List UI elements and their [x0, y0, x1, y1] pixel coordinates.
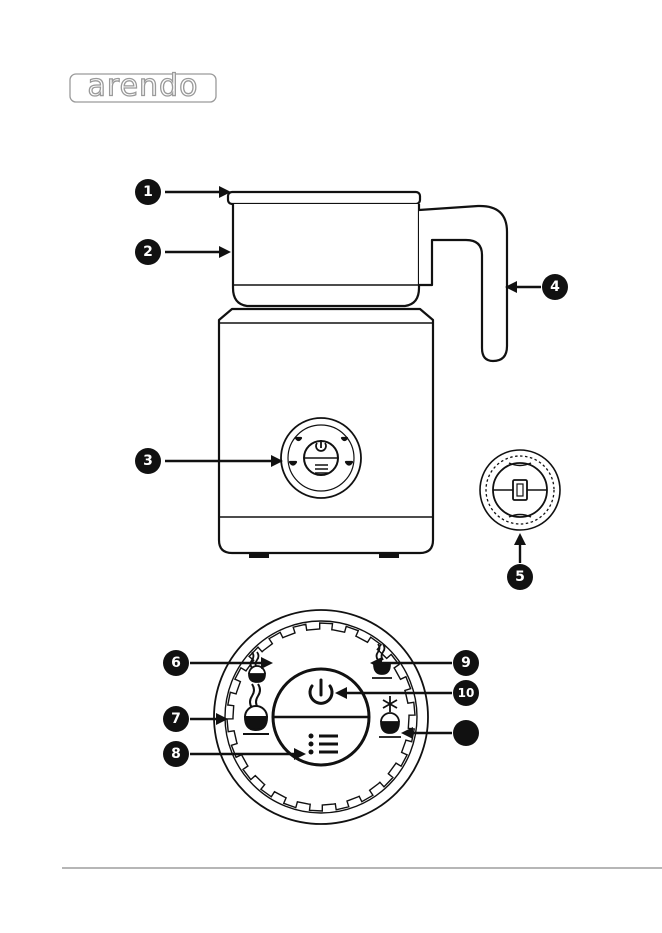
callout-label: 1 [143, 184, 153, 200]
callout-7: 7 [163, 706, 228, 732]
whisk-disc [480, 450, 560, 530]
milk-frother [219, 192, 507, 558]
callout-label: 10 [458, 686, 475, 700]
callout-2: 2 [135, 239, 231, 265]
jug-rim [228, 192, 420, 204]
cold-foam-icon [379, 696, 401, 737]
jug-body [233, 204, 419, 306]
callout-5: 5 [507, 533, 533, 590]
logo-text: arendo [88, 69, 199, 104]
extra-hot-foam-icon [243, 684, 269, 734]
callout-label: 2 [143, 244, 153, 260]
callout-label: 6 [171, 655, 181, 671]
callout-11 [401, 720, 479, 746]
power-icon [310, 680, 332, 703]
callout-label: 7 [171, 711, 181, 727]
callout-4: 4 [505, 274, 568, 300]
menu-icon [309, 734, 339, 755]
callout-label: 9 [461, 655, 471, 671]
callout-label: 5 [515, 569, 525, 585]
callout-label: 8 [171, 746, 181, 762]
callout-label: 4 [550, 279, 560, 295]
callout-label: 3 [143, 453, 153, 469]
arendo-logo: arendo [70, 69, 216, 104]
callout-1: 1 [135, 179, 231, 205]
